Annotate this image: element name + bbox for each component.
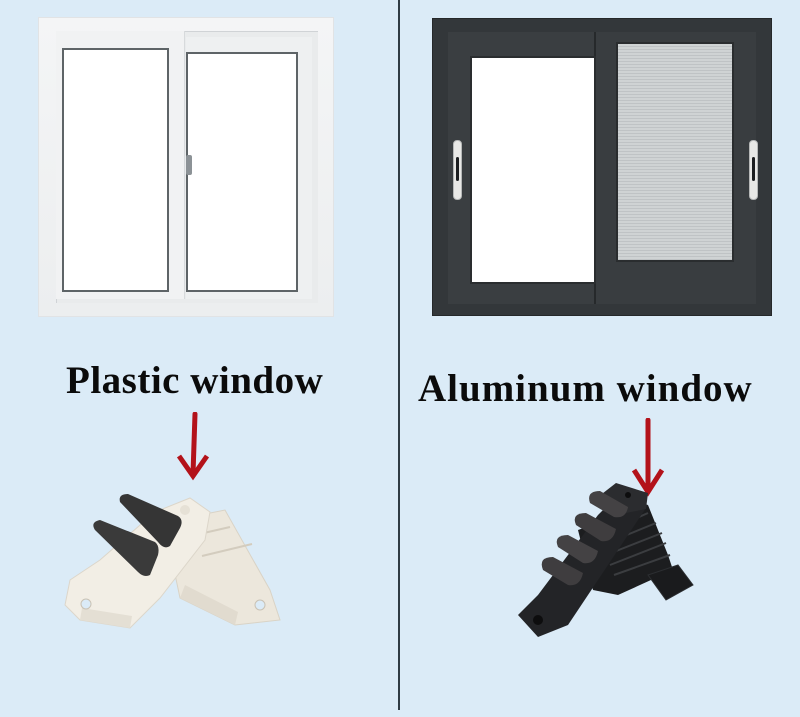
plastic-window-label: Plastic window xyxy=(66,359,324,402)
plastic-window-panel: Plastic window xyxy=(0,0,398,717)
handle-icon xyxy=(453,140,462,200)
plastic-window-part-image xyxy=(64,494,281,629)
handle-icon xyxy=(749,140,758,200)
aluminum-window-glass-pane xyxy=(470,56,596,284)
down-arrow-icon xyxy=(631,418,665,497)
aluminum-window-label: Aluminum window xyxy=(418,367,753,410)
plastic-window-right-pane xyxy=(186,52,298,292)
plastic-window-left-pane xyxy=(62,48,169,292)
aluminum-window-part-image xyxy=(518,483,694,637)
aluminum-window-panel: Aluminum window xyxy=(400,0,800,717)
latch-icon xyxy=(186,155,192,175)
down-arrow-icon xyxy=(176,412,210,481)
panel-divider xyxy=(398,0,400,710)
aluminum-window-screen-pane xyxy=(616,42,734,262)
